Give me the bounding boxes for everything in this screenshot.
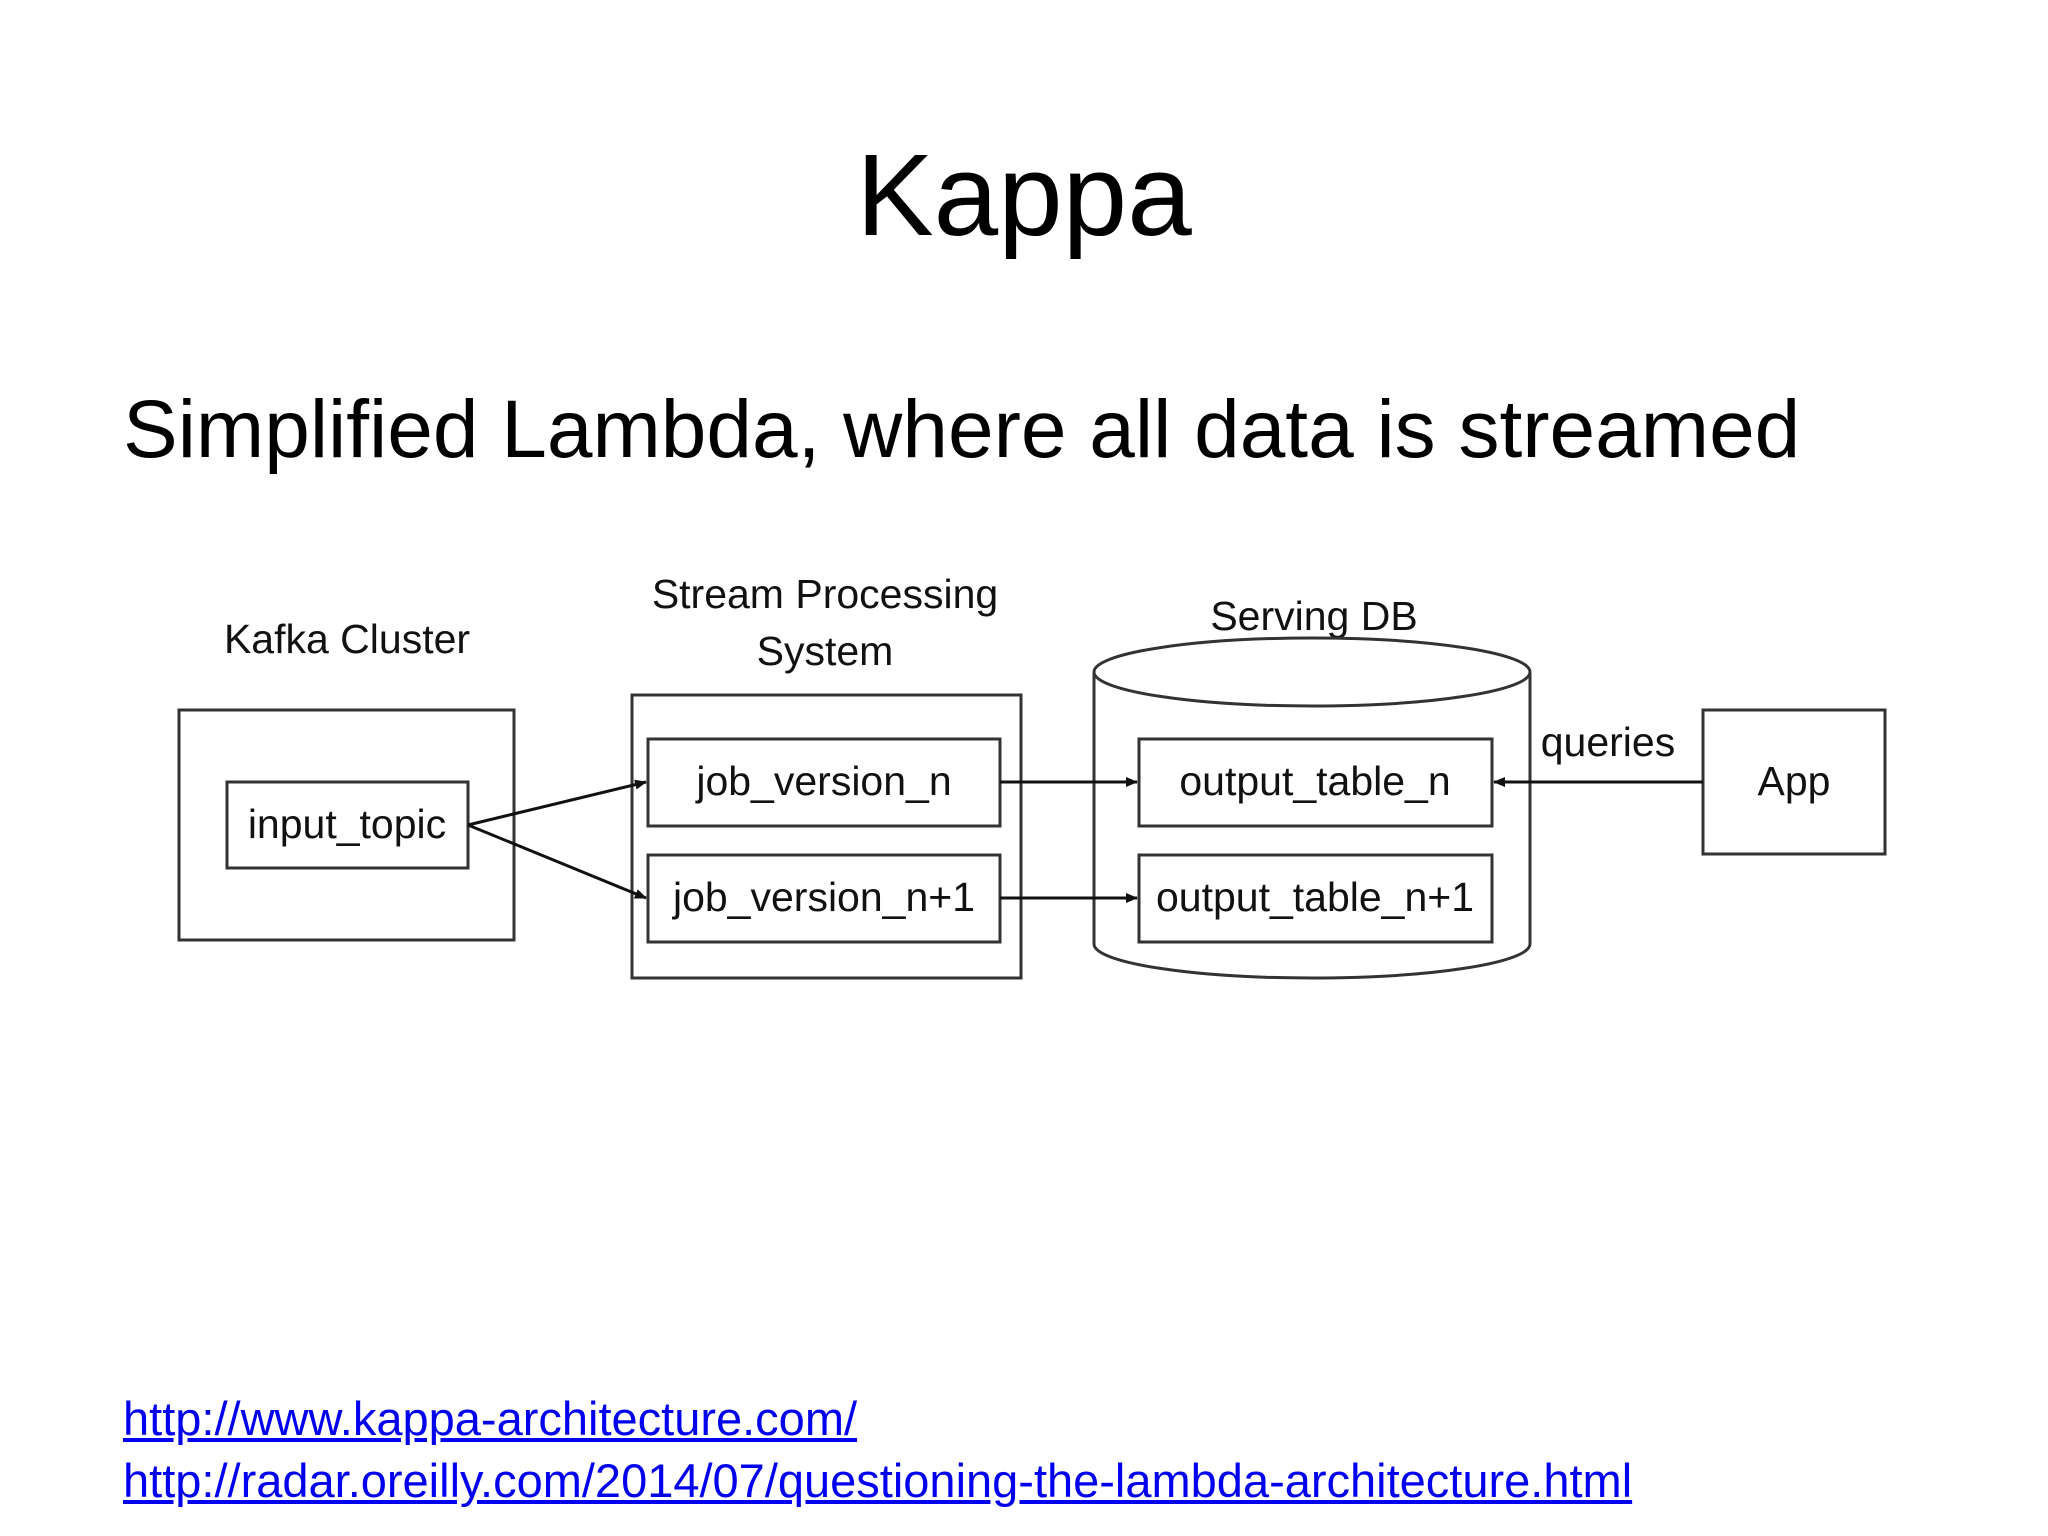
slide-title: Kappa [856, 130, 1192, 260]
serving-db-label: Serving DB [1210, 593, 1417, 639]
stream-processing-box [630, 693, 1023, 980]
output-table-n1-label: output_table_n+1 [1156, 874, 1474, 920]
app-label: App [1758, 758, 1831, 804]
serving-db-cylinder-top [1092, 636, 1532, 708]
output-table-n1-node [1137, 853, 1494, 944]
job-version-n1-label: job_version_n+1 [672, 874, 975, 920]
reference-links: http://www.kappa-architecture.com/ http:… [123, 1388, 1632, 1512]
queries-edge-label: queries [1541, 719, 1675, 765]
job-version-n-label: job_version_n [695, 758, 951, 804]
link-kappa-architecture[interactable]: http://www.kappa-architecture.com/ [123, 1392, 858, 1445]
stream-processing-label-line2: System [757, 628, 894, 674]
kafka-cluster-box [177, 708, 516, 942]
output-table-n-label: output_table_n [1179, 758, 1450, 804]
edge-input-to-job-n [467, 779, 647, 827]
serving-db-cylinder [1092, 672, 1532, 980]
stream-processing-label-line1: Stream Processing [652, 571, 998, 617]
kafka-cluster-label: Kafka Cluster [224, 616, 470, 662]
output-table-n-node [1137, 737, 1494, 828]
edge-input-to-job-n1 [467, 823, 647, 900]
link-questioning-lambda[interactable]: http://radar.oreilly.com/2014/07/questio… [123, 1454, 1633, 1507]
input-topic-label: input_topic [248, 801, 446, 847]
slide-subtitle: Simplified Lambda, where all data is str… [123, 384, 1801, 475]
